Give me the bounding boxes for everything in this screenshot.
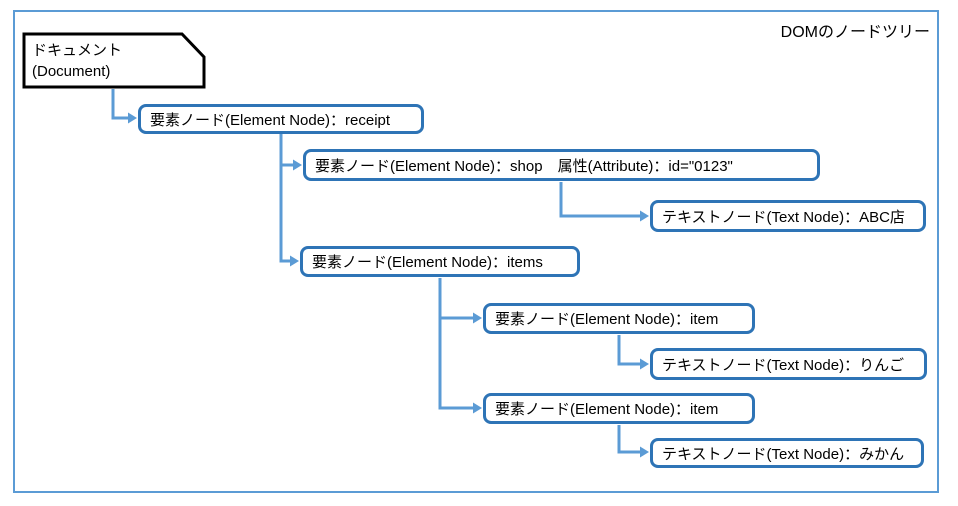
arrowhead-icon — [640, 446, 649, 458]
node-document: ドキュメント (Document) — [32, 40, 122, 82]
node-text-mikan: テキストノード(Text Node)：みかん — [650, 438, 924, 468]
arrowhead-icon — [473, 312, 482, 324]
connector-receipt-trunk — [279, 134, 292, 263]
arrowhead-icon — [290, 255, 299, 267]
document-shape — [22, 32, 206, 89]
connector-document-receipt — [111, 89, 130, 120]
node-element-items: 要素ノード(Element Node)：items — [300, 246, 580, 277]
connector-items-trunk — [438, 278, 475, 410]
node-document-label-en: (Document) — [32, 63, 111, 80]
arrowhead-icon — [640, 358, 649, 370]
node-element-item-2: 要素ノード(Element Node)：item — [483, 393, 755, 424]
arrowhead-icon — [640, 210, 649, 222]
arrowhead-icon — [293, 159, 302, 171]
diagram-title: DOMのノードツリー — [780, 24, 930, 41]
node-text-ringo: テキストノード(Text Node)：りんご — [650, 348, 927, 380]
node-document-label-ja: ドキュメント — [32, 42, 123, 59]
node-text-abc-store: テキストノード(Text Node)：ABC店 — [650, 200, 926, 232]
connector-item2-text — [617, 425, 642, 454]
arrowhead-icon — [128, 112, 137, 124]
connector-shop-text — [559, 182, 642, 218]
node-element-item-1: 要素ノード(Element Node)：item — [483, 303, 755, 334]
arrowhead-icon — [473, 402, 482, 414]
node-element-receipt: 要素ノード(Element Node)：receipt — [138, 104, 424, 134]
connector-item1-text — [617, 335, 642, 366]
node-element-shop: 要素ノード(Element Node)：shop 属性(Attribute)：i… — [303, 149, 820, 181]
